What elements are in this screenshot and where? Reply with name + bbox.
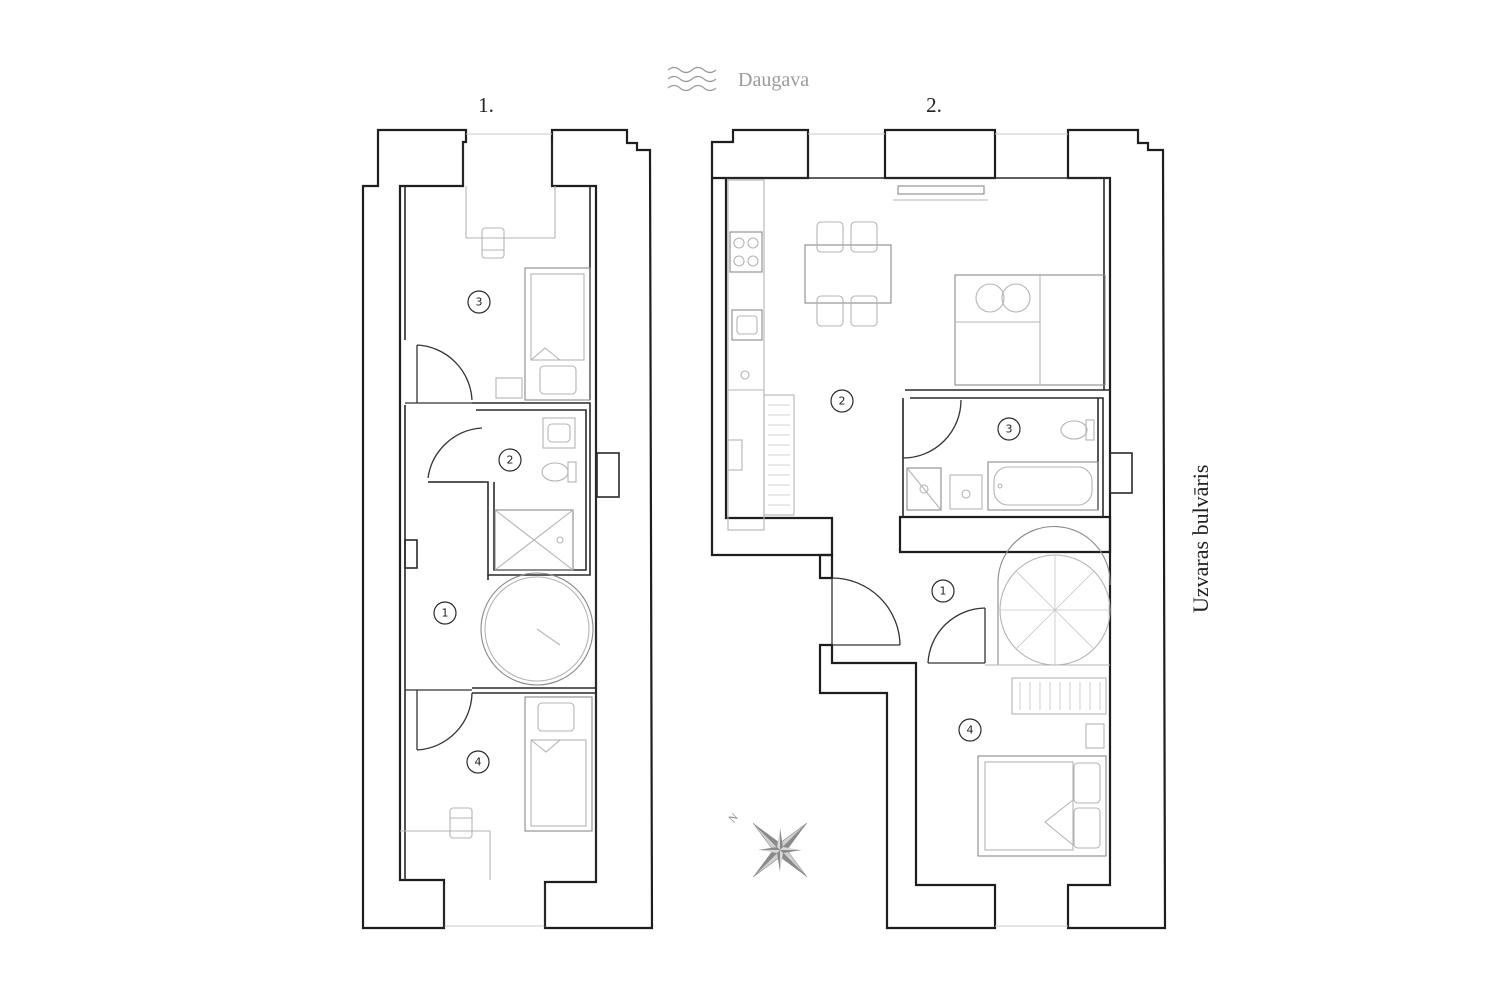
level-2-bathroom-inner [902, 389, 1110, 517]
nightstand-icon [495, 377, 523, 399]
compass-rose-icon: N [727, 811, 808, 878]
stove-icon [729, 231, 763, 273]
level-1-outer-wall-right [543, 128, 654, 930]
level-2-entrance-wall [818, 553, 834, 580]
room-marker: 3 [997, 417, 1021, 441]
spiral-staircase-icon [985, 525, 1111, 666]
svg-text:3: 3 [1006, 423, 1013, 436]
ventilation-shaft [1109, 452, 1133, 494]
room-marker: 2 [830, 389, 854, 413]
svg-text:2: 2 [839, 395, 846, 408]
bathroom-walls [428, 402, 591, 576]
bed-icon [524, 696, 593, 832]
ventilation-shaft [596, 452, 620, 498]
shower-icon [906, 467, 942, 511]
door-bathroom [427, 427, 484, 483]
door-bedroom-4 [927, 607, 986, 664]
toilet-icon [1060, 419, 1095, 441]
street-label: Uzvaras bulvāris [1188, 465, 1213, 613]
room-marker: 4 [958, 718, 982, 742]
level-2-label: 2. [926, 93, 942, 117]
stair-wall [487, 555, 597, 690]
chair-icon [850, 221, 878, 253]
door-bedroom-4 [405, 689, 473, 751]
level-1-outer-wall [361, 128, 468, 930]
window-recess [443, 142, 553, 928]
level-2-left-wall [710, 178, 834, 557]
river-label: Daugava [738, 69, 809, 91]
room-marker: 1 [931, 579, 955, 603]
chair-icon [481, 227, 505, 259]
room-marker: 3 [467, 290, 491, 314]
level-1-label: 1. [478, 93, 494, 117]
wardrobe-icon [763, 394, 795, 516]
desk-icon [400, 830, 491, 880]
partition-wall [472, 687, 596, 694]
level-2-inner-wall [726, 177, 1110, 390]
wall-niche [404, 539, 418, 569]
desk-icon [465, 186, 556, 239]
door-bathroom [902, 399, 962, 459]
room-marker: 1 [433, 601, 457, 625]
wardrobe-icon [1011, 677, 1107, 715]
shelf-icon [727, 439, 743, 471]
bathtub-icon [987, 461, 1099, 511]
sofa-bed-icon [954, 274, 1106, 386]
level-2-bathroom-walls [898, 515, 1112, 554]
river-indicator: Daugava [667, 66, 809, 92]
svg-text:1: 1 [442, 607, 449, 620]
level-1-plan: 3 2 1 4 [361, 128, 654, 930]
toilet-icon [541, 461, 577, 483]
svg-text:3: 3 [476, 296, 483, 309]
room-marker: 4 [466, 750, 490, 774]
washer-icon [740, 370, 750, 380]
spiral-staircase-icon [480, 572, 594, 686]
chair-icon [816, 295, 844, 327]
bed-icon [524, 267, 591, 401]
svg-text:1: 1 [940, 585, 947, 598]
kitchen-counter [727, 179, 765, 531]
level-2-lower-wall [818, 643, 997, 930]
sink-icon [949, 474, 983, 510]
chair-icon [850, 295, 878, 327]
radiator-icon [897, 185, 985, 195]
dining-table-icon [804, 244, 892, 304]
level-2-outer-wall [883, 128, 997, 180]
chair-icon [816, 221, 844, 253]
svg-text:2: 2 [507, 454, 514, 467]
nightstand-icon [1085, 723, 1105, 749]
sink-icon [731, 309, 763, 341]
level-2-plan: 2 3 1 4 [710, 128, 1167, 930]
room-marker: 2 [498, 448, 522, 472]
level-2-outer-wall [710, 128, 810, 180]
compass-north-label: N [727, 811, 741, 825]
chair-icon [449, 807, 473, 839]
svg-text:4: 4 [967, 724, 974, 737]
shower-icon [494, 509, 574, 571]
door-bedroom-3 [405, 344, 473, 404]
door-entrance [831, 577, 901, 646]
svg-text:4: 4 [475, 756, 482, 769]
bed-icon [977, 755, 1107, 857]
waves-icon [667, 66, 717, 92]
sink-icon [542, 417, 576, 449]
